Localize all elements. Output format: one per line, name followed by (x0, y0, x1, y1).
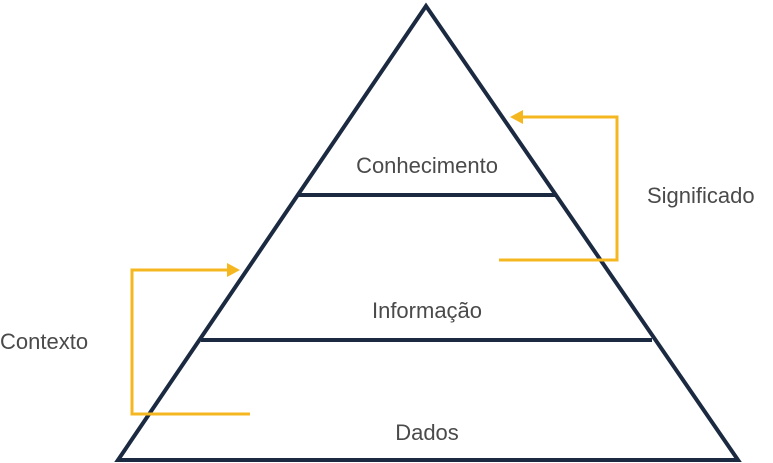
level-label-dados: Dados (395, 420, 459, 445)
annotation-significado: Significado (647, 183, 755, 208)
left-bracket-arrowhead (227, 263, 240, 277)
right-bracket-arrowhead (510, 110, 523, 124)
level-label-conhecimento: Conhecimento (356, 153, 498, 178)
pyramid-outline (114, 2, 742, 462)
right-bracket (499, 115, 619, 262)
level-label-informacao: Informação (372, 298, 482, 323)
annotation-contexto: Contexto (0, 329, 88, 354)
left-bracket (130, 268, 250, 416)
